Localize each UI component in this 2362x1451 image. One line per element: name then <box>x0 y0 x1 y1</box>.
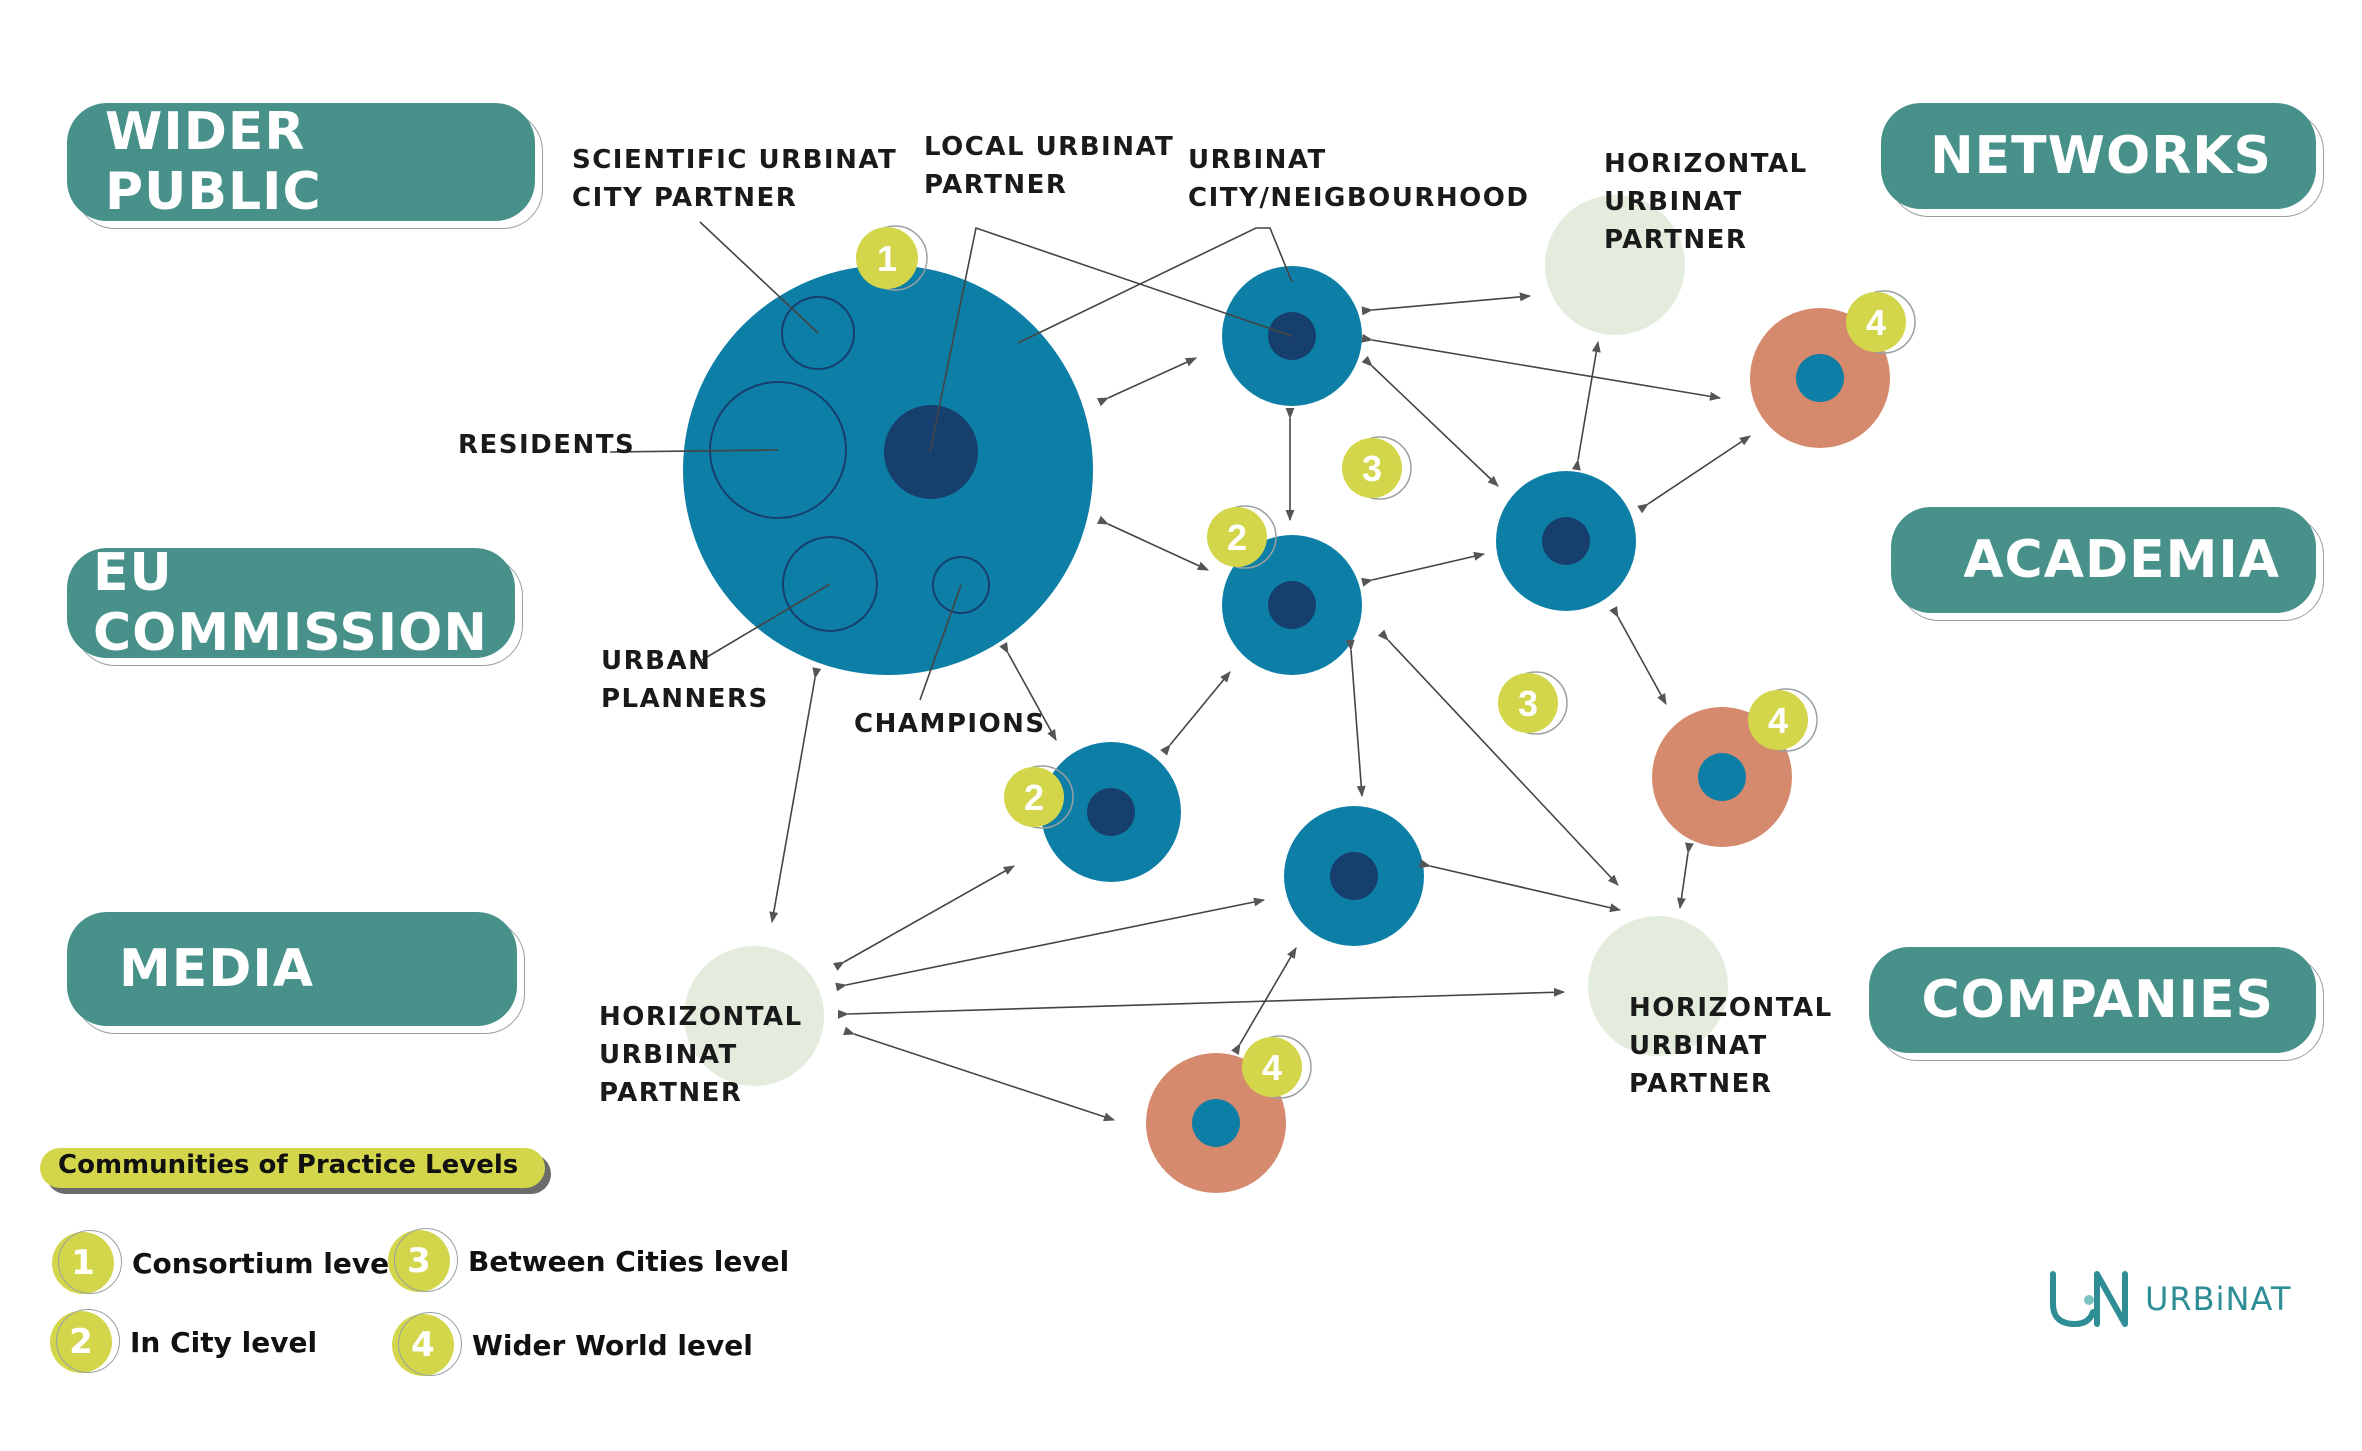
residents-subcircle <box>709 381 847 519</box>
urbinat-city-label: URBINAT CITY/NEIGBOURHOOD <box>1188 145 1530 213</box>
media-pill: MEDIA <box>67 912 525 1034</box>
legend-badge-2: 2 <box>50 1309 120 1373</box>
legend-item-wider-world: 4 Wider World level <box>392 1312 753 1376</box>
legend-item-consortium: 1 Consortium level <box>52 1230 399 1294</box>
horizontal-partner-label-top: HORIZONTAL URBINAT PARTNER <box>1604 149 1808 255</box>
connection-arrows <box>769 292 1751 1122</box>
urbinat-logo-text: URBiNAT <box>2145 1280 2292 1318</box>
media-label: MEDIA <box>67 912 517 1026</box>
horizontal-partner-circle-top <box>1545 195 1685 335</box>
leader-lines <box>609 221 1293 701</box>
wider-circle-top-right-core <box>1796 354 1844 402</box>
urbinat-logo: URBiNAT <box>2045 1268 2291 1330</box>
horizontal-partner-circle-right <box>1588 916 1728 1056</box>
legend-text-between-cities: Between Cities level <box>468 1244 790 1278</box>
scientific-partner-label: SCIENTIFIC URBINAT CITY PARTNER <box>572 145 898 213</box>
horizontal-partner-label-right: HORIZONTAL URBINAT PARTNER <box>1629 993 1833 1099</box>
champions-label: CHAMPIONS <box>854 709 1046 739</box>
academia-label: ACADEMIA <box>1891 507 2316 613</box>
local-partner-core <box>884 405 978 499</box>
urbinat-logo-mark <box>2050 1271 2128 1328</box>
legend-title: Communities of Practice Levels <box>58 1150 519 1180</box>
academia-pill: ACADEMIA <box>1891 507 2324 621</box>
legend-title-bar: Communities of Practice Levels <box>40 1148 545 1192</box>
city-circle-right-core <box>1542 517 1590 565</box>
networks-label: NETWORKS <box>1881 103 2316 209</box>
horizontal-partner-circle-left <box>684 946 824 1086</box>
wider-public-label: WIDER PUBLIC <box>67 102 535 222</box>
legend-badge-4: 4 <box>392 1312 462 1376</box>
legend-item-between-cities: 3 Between Cities level <box>388 1228 790 1292</box>
urban-planners-subcircle <box>782 536 878 632</box>
eu-commission-pill: EU COMMISSION <box>67 543 523 666</box>
city-circle-lower-left-core <box>1087 788 1135 836</box>
eu-commission-label: EU COMMISSION <box>67 543 515 663</box>
local-partner-label: LOCAL URBINAT PARTNER <box>924 132 1175 200</box>
legend-text-wider-world: Wider World level <box>472 1328 753 1362</box>
networks-pill: NETWORKS <box>1881 103 2324 217</box>
urban-planners-label: URBAN PLANNERS <box>601 646 769 714</box>
companies-label: COMPANIES <box>1869 947 2316 1053</box>
wider-circle-bottom-core <box>1192 1099 1240 1147</box>
horizontal-partner-label-left: HORIZONTAL URBINAT PARTNER <box>599 1002 803 1108</box>
legend-text-in-city: In City level <box>130 1325 318 1359</box>
residents-label: RESIDENTS <box>458 430 636 460</box>
city-circle-lower-core <box>1330 852 1378 900</box>
wider-public-pill: WIDER PUBLIC <box>67 102 543 229</box>
city-circle-middle-core <box>1268 581 1316 629</box>
legend-item-in-city: 2 In City level <box>50 1309 318 1373</box>
legend-text-consortium: Consortium level <box>132 1246 399 1280</box>
wider-circle-right-core <box>1698 753 1746 801</box>
companies-pill: COMPANIES <box>1869 947 2324 1061</box>
legend-badge-1: 1 <box>52 1230 122 1294</box>
champions-subcircle <box>932 556 990 614</box>
legend-badge-3: 3 <box>388 1228 458 1292</box>
scientific-partner-subcircle <box>781 296 855 370</box>
